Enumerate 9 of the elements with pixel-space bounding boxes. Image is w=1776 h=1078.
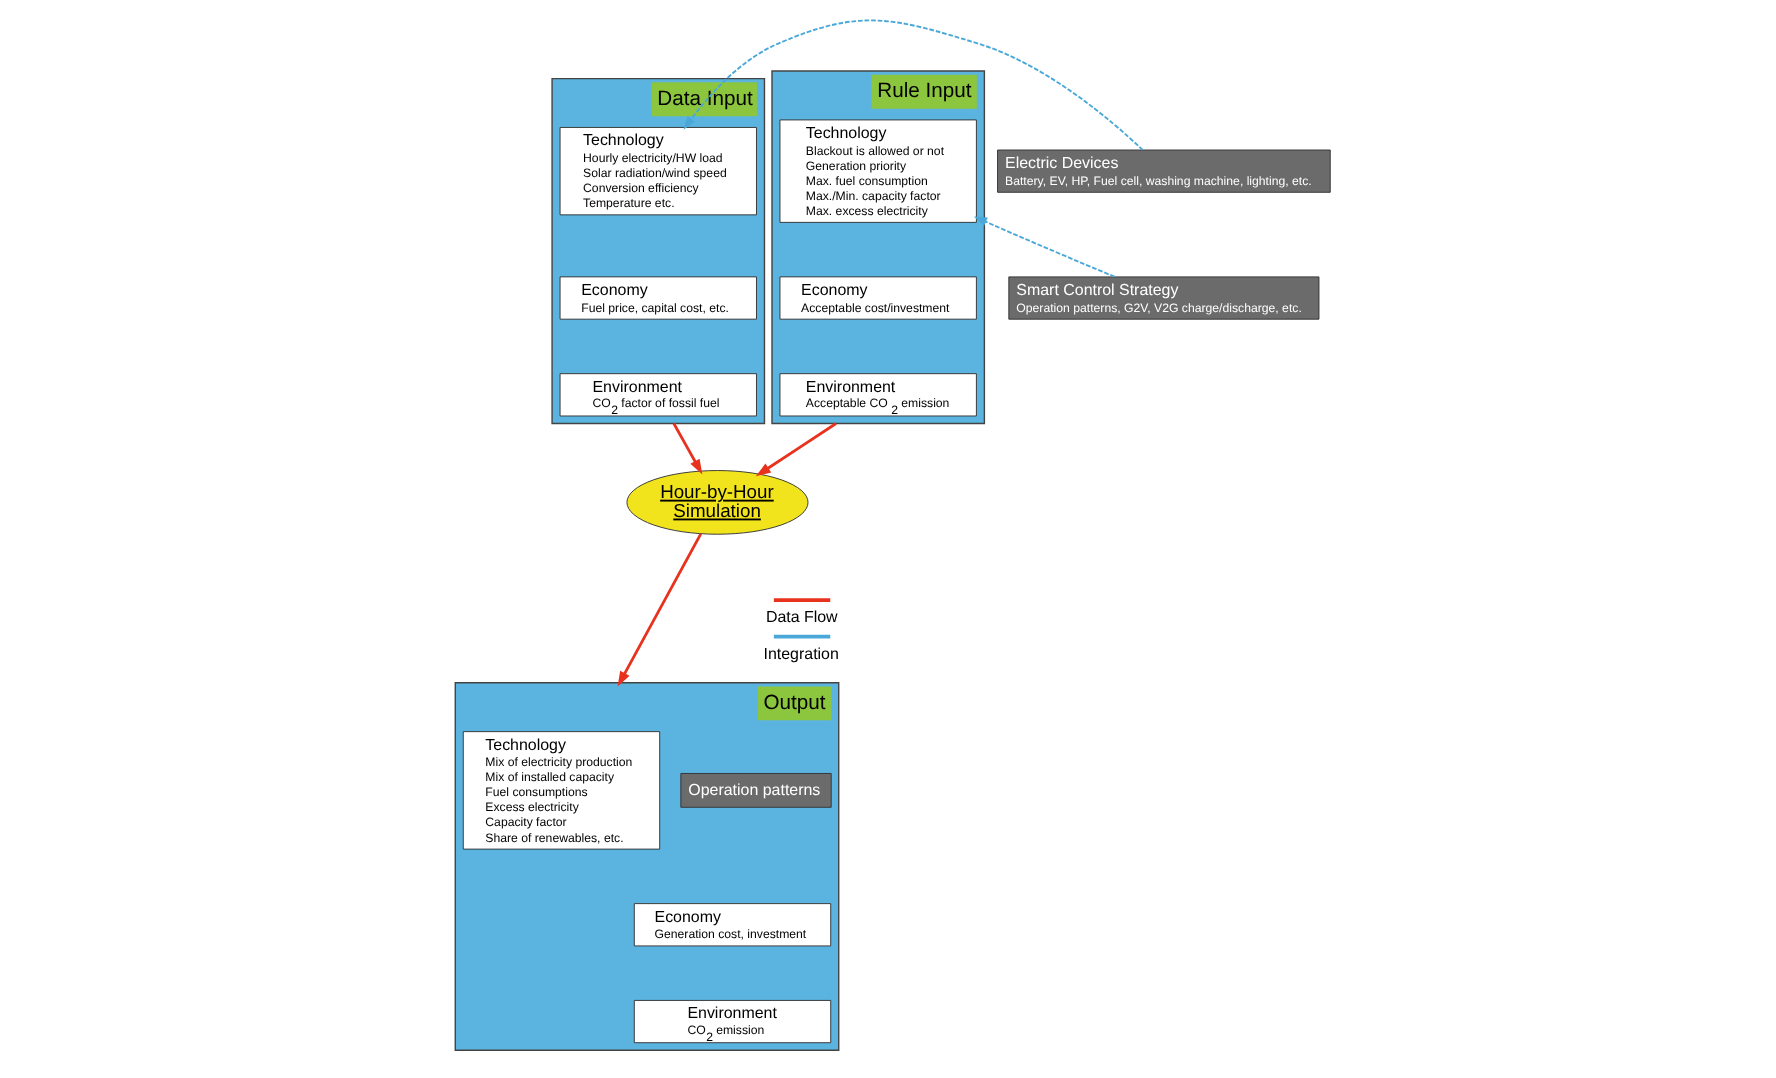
arrow xyxy=(754,422,836,477)
arrow xyxy=(682,19,1143,151)
legend-label: Integration xyxy=(762,644,838,663)
arrow xyxy=(616,533,702,687)
arrow xyxy=(972,216,1115,278)
legend-label: Data Flow xyxy=(764,608,837,627)
arrow xyxy=(671,422,702,475)
node-box: Operation patterns xyxy=(679,773,831,808)
node-ellipse: Hour-by-Hour Simulation xyxy=(625,470,808,535)
